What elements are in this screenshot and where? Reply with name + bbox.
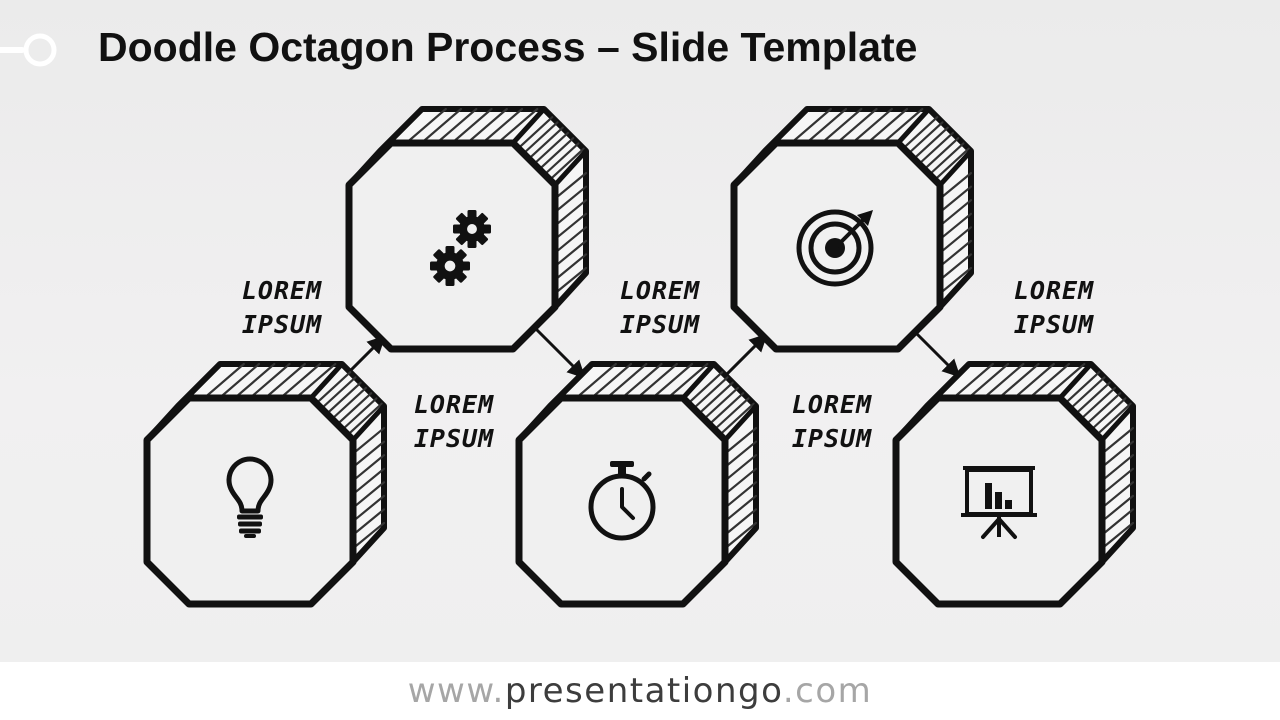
presentation-board-icon (961, 466, 1037, 539)
slide-title: Doodle Octagon Process – Slide Template (98, 24, 918, 70)
octagon-process-diagram (143, 106, 1136, 608)
footer: www.presentationgo.com (0, 662, 1280, 720)
target-icon (796, 209, 874, 287)
octagon-step-1 (143, 361, 387, 608)
octagon-step-3 (515, 361, 759, 608)
step-label-4: LOREM IPSUM (791, 390, 873, 453)
octagon-step-2 (345, 106, 589, 353)
octagon-step-4 (730, 106, 974, 353)
slide: Doodle Octagon Process – Slide Template … (0, 0, 1280, 662)
footer-suffix: .com (782, 671, 873, 711)
lightbulb-icon (226, 456, 274, 538)
footer-brand: presentationgo (504, 671, 783, 711)
octagon-step-5 (892, 361, 1136, 608)
step-label-1: LOREM IPSUM (241, 276, 323, 339)
footer-prefix: www. (407, 671, 505, 711)
step-label-2: LOREM IPSUM (413, 390, 495, 453)
step-label-3: LOREM IPSUM (619, 276, 701, 339)
flow-arrow-4 (911, 328, 961, 378)
stopwatch-icon (588, 461, 656, 541)
title-hook-icon (0, 33, 57, 67)
flow-arrow-2 (535, 328, 586, 379)
gears-icon (430, 210, 491, 286)
step-label-5: LOREM IPSUM (1013, 276, 1095, 339)
